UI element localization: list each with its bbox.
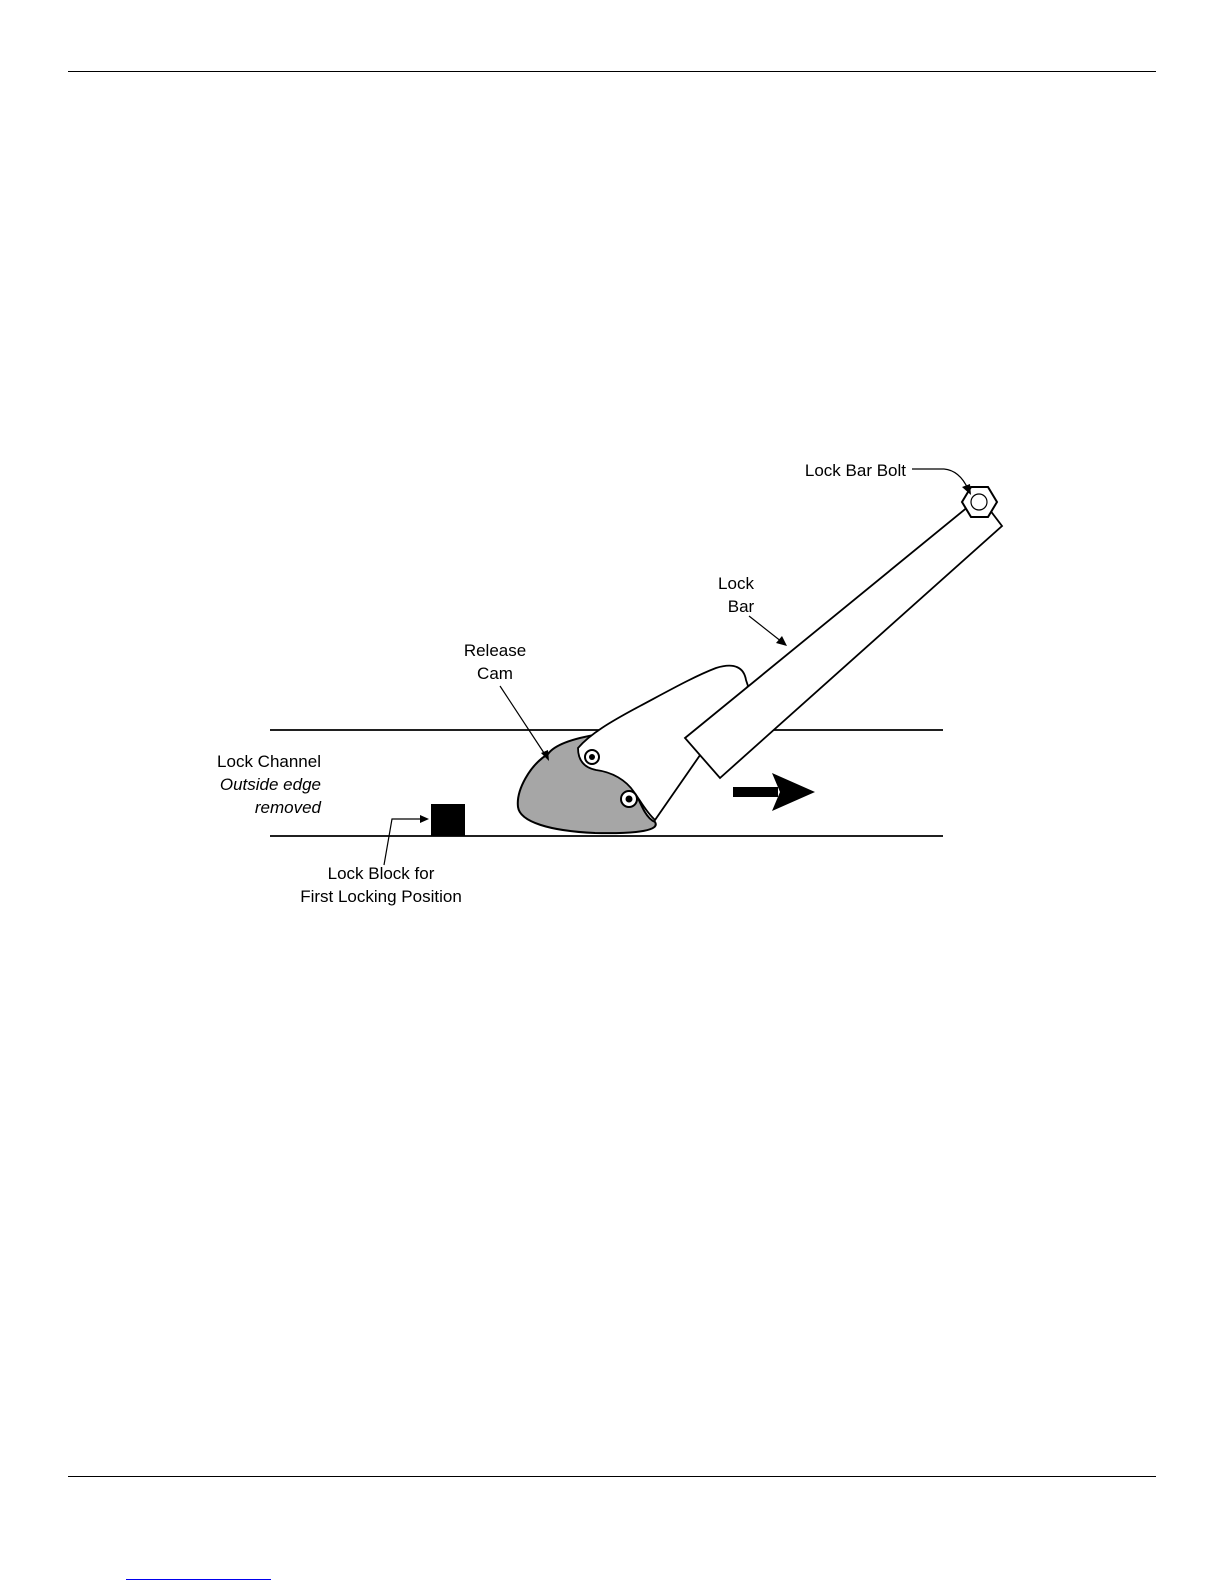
footer-rule: [68, 1476, 1156, 1477]
label-lock-bar-bolt: Lock Bar Bolt: [805, 461, 906, 480]
arrow-right-icon: [733, 773, 815, 811]
lock-block: [431, 804, 465, 836]
leader-lock-bar: [749, 616, 782, 642]
footer-link-underline[interactable]: [126, 1579, 271, 1580]
label-release-cam-line2: Cam: [477, 664, 513, 683]
label-outside-edge-line2: removed: [255, 798, 322, 817]
label-lock-block-line1: Lock Block for: [328, 864, 435, 883]
cam-pivot-upper-icon: [585, 750, 599, 764]
leader-lock-block: [384, 819, 423, 865]
arrowhead-lock-bar: [776, 636, 787, 646]
cam-pivot-lower-icon: [621, 791, 637, 807]
label-lock-block-line2: First Locking Position: [300, 887, 462, 906]
leader-lock-bar-bolt: [912, 469, 968, 489]
label-lock-channel: Lock Channel: [217, 752, 321, 771]
label-lock-bar-line1: Lock: [718, 574, 754, 593]
label-release-cam-line1: Release: [464, 641, 526, 660]
label-outside-edge-line1: Outside edge: [220, 775, 321, 794]
lock-bar: [685, 497, 1002, 778]
leader-release-cam: [500, 686, 546, 756]
label-lock-bar-line2: Bar: [728, 597, 755, 616]
arrowhead-lock-block: [420, 815, 429, 823]
